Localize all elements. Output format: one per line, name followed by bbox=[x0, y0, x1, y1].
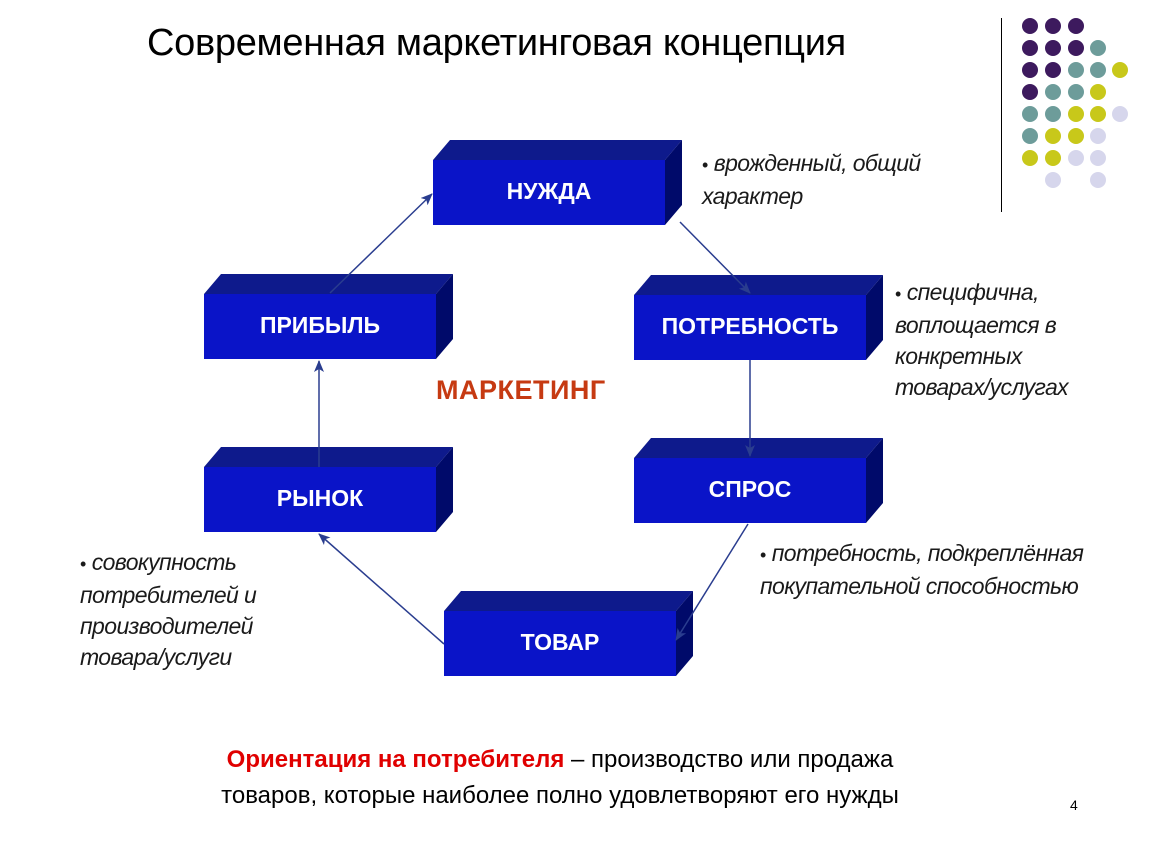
note-potrebnost: •специфична, воплощается в конкретных то… bbox=[895, 277, 1069, 403]
dot bbox=[1045, 84, 1061, 100]
note-line: производителей bbox=[80, 613, 253, 639]
dot bbox=[1068, 128, 1084, 144]
box-label-nuzhda: НУЖДА bbox=[506, 178, 592, 204]
dot bbox=[1090, 106, 1106, 122]
box-label-pribyl: ПРИБЫЛЬ bbox=[259, 312, 381, 338]
bullet: • bbox=[760, 545, 766, 565]
dot bbox=[1022, 62, 1038, 78]
dot bbox=[1045, 62, 1061, 78]
dot bbox=[1022, 106, 1038, 122]
dot bbox=[1022, 40, 1038, 56]
center-label-marketing: МАРКЕТИНГ bbox=[436, 375, 606, 405]
note-line: потребность, подкреплённая bbox=[771, 540, 1084, 566]
box-spros bbox=[634, 438, 883, 523]
arrow-tovar-to-rynok bbox=[318, 533, 445, 645]
note-line: воплощается в bbox=[895, 312, 1057, 338]
dot bbox=[1022, 84, 1038, 100]
bullet: • bbox=[895, 284, 901, 304]
bottom-line1-rest: – производство или продажа bbox=[564, 746, 894, 773]
note-line: покупательной способностью bbox=[760, 573, 1079, 599]
note-line: товарах/услугах bbox=[895, 374, 1069, 400]
dot bbox=[1068, 40, 1084, 56]
box-label-potrebnost: ПОТРЕБНОСТЬ bbox=[661, 313, 839, 339]
dot bbox=[1045, 18, 1061, 34]
note-line: врожденный, общий bbox=[713, 150, 922, 176]
dot bbox=[1068, 18, 1084, 34]
dot bbox=[1090, 128, 1106, 144]
dot bbox=[1022, 150, 1038, 166]
dot bbox=[1112, 106, 1128, 122]
box-label-spros: СПРОС bbox=[708, 476, 792, 502]
note-line: конкретных bbox=[895, 343, 1022, 369]
dot bbox=[1090, 150, 1106, 166]
bullet: • bbox=[80, 554, 86, 574]
slide-title: Современная маркетинговая концепция bbox=[147, 22, 846, 64]
box-tovar bbox=[444, 591, 693, 676]
note-rynok: •совокупность потребителей и производите… bbox=[80, 547, 257, 673]
box-label-tovar: ТОВАР bbox=[520, 629, 600, 655]
dot bbox=[1068, 62, 1084, 78]
divider-line bbox=[1001, 18, 1002, 212]
dot bbox=[1090, 84, 1106, 100]
arrow-nuzhda-to-potrebnost bbox=[679, 221, 751, 294]
page-number: 4 bbox=[1070, 797, 1078, 813]
note-line: специфична, bbox=[906, 279, 1040, 305]
note-line: потребителей и bbox=[80, 582, 257, 608]
dot bbox=[1022, 128, 1038, 144]
dot bbox=[1045, 106, 1061, 122]
note-spros: •потребность, подкреплённая покупательно… bbox=[760, 538, 1084, 602]
dot bbox=[1068, 106, 1084, 122]
dot bbox=[1045, 172, 1061, 188]
box-label-rynok: РЫНОК bbox=[276, 485, 364, 511]
dot bbox=[1045, 150, 1061, 166]
note-line: совокупность bbox=[91, 549, 237, 575]
bottom-definition: Ориентация на потребителя – производство… bbox=[60, 742, 1060, 814]
dot bbox=[1045, 40, 1061, 56]
dot bbox=[1090, 62, 1106, 78]
bullet: • bbox=[702, 155, 708, 175]
bottom-line2: товаров, которые наиболее полно удовлетв… bbox=[221, 782, 899, 809]
dot bbox=[1090, 172, 1106, 188]
dot bbox=[1068, 150, 1084, 166]
dot bbox=[1068, 84, 1084, 100]
dot bbox=[1112, 62, 1128, 78]
arrow-pribyl-to-nuzhda bbox=[329, 193, 433, 294]
box-potrebnost bbox=[634, 275, 883, 360]
note-line: товара/услуги bbox=[80, 644, 232, 670]
box-pribyl bbox=[204, 274, 453, 359]
box-rynok bbox=[204, 447, 453, 532]
arrow-spros-to-tovar bbox=[675, 523, 749, 641]
bottom-accent-text: Ориентация на потребителя bbox=[226, 746, 565, 773]
note-line: характер bbox=[702, 183, 803, 209]
dot bbox=[1045, 128, 1061, 144]
dot bbox=[1090, 40, 1106, 56]
note-nuzhda: •врожденный, общий характер bbox=[702, 148, 921, 212]
dot bbox=[1022, 18, 1038, 34]
box-nuzhda bbox=[433, 140, 682, 225]
